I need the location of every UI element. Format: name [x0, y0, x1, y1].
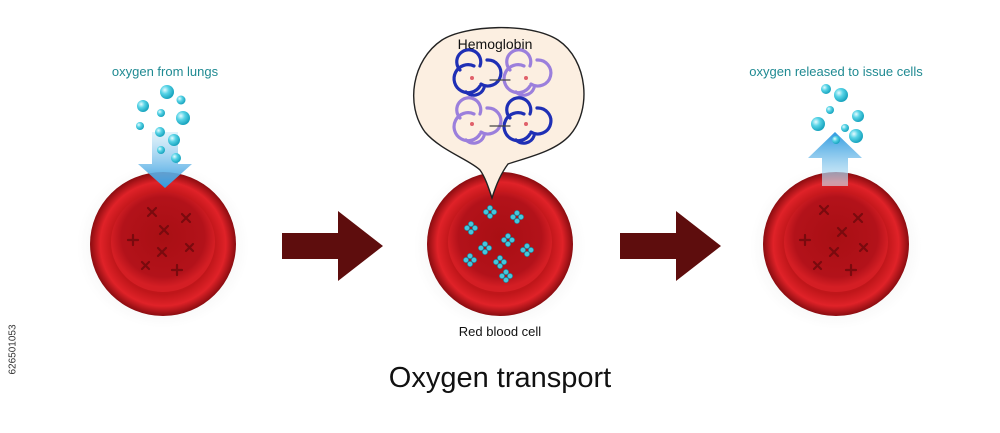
oxygen-bubbles-in — [136, 85, 190, 163]
oxygen-bubble-icon — [826, 106, 834, 114]
side-id-label: 626501053 — [7, 324, 19, 375]
red-blood-cell-label: Red blood cell — [458, 324, 542, 339]
hemoglobin-molecule-icon — [452, 48, 553, 145]
oxygen-bubble-icon — [168, 134, 180, 146]
right-arrow-icon — [282, 211, 383, 281]
hemoglobin-callout — [413, 26, 585, 201]
cross-marks-right — [798, 204, 869, 277]
oxygen-bubble-icon — [136, 122, 144, 130]
oxygen-bubble-icon — [821, 84, 831, 94]
oxygen-bubble-icon — [137, 100, 149, 112]
oxygen-bubbles-out — [811, 84, 864, 144]
oxygen-bubble-icon — [160, 85, 174, 99]
oxygen-bubble-icon — [811, 117, 825, 131]
oxygen-bubble-icon — [176, 95, 186, 105]
oxygen-hemoglobin-clusters — [463, 205, 534, 283]
diagram-title: Oxygen transport — [388, 362, 612, 394]
oxygen-bubble-icon — [852, 110, 864, 122]
oxygen-bubble-icon — [841, 124, 849, 132]
oxygen-bubble-icon — [849, 129, 863, 143]
oxygen-from-lungs-label: oxygen from lungs — [111, 64, 219, 79]
right-arrow-icon — [620, 211, 721, 281]
red-blood-cell-left — [77, 164, 249, 328]
oxygen-bubble-icon — [155, 127, 165, 137]
up-arrow-icon — [808, 132, 862, 186]
oxygen-bubble-icon — [834, 88, 848, 102]
oxygen-bubble-icon — [176, 111, 190, 125]
heme-group-dots — [470, 76, 528, 126]
red-blood-cell-right — [750, 165, 922, 329]
red-blood-cell-middle — [414, 165, 586, 329]
hemoglobin-label: Hemoglobin — [457, 36, 533, 52]
oxygen-bubble-icon — [157, 146, 165, 154]
oxygen-released-label: oxygen released to issue cells — [749, 64, 923, 79]
oxygen-bubble-icon — [832, 136, 840, 144]
cross-marks-left — [126, 206, 195, 277]
oxygen-bubble-icon — [157, 109, 165, 117]
oxygen-bubble-icon — [171, 153, 181, 163]
down-arrow-icon — [138, 132, 192, 188]
